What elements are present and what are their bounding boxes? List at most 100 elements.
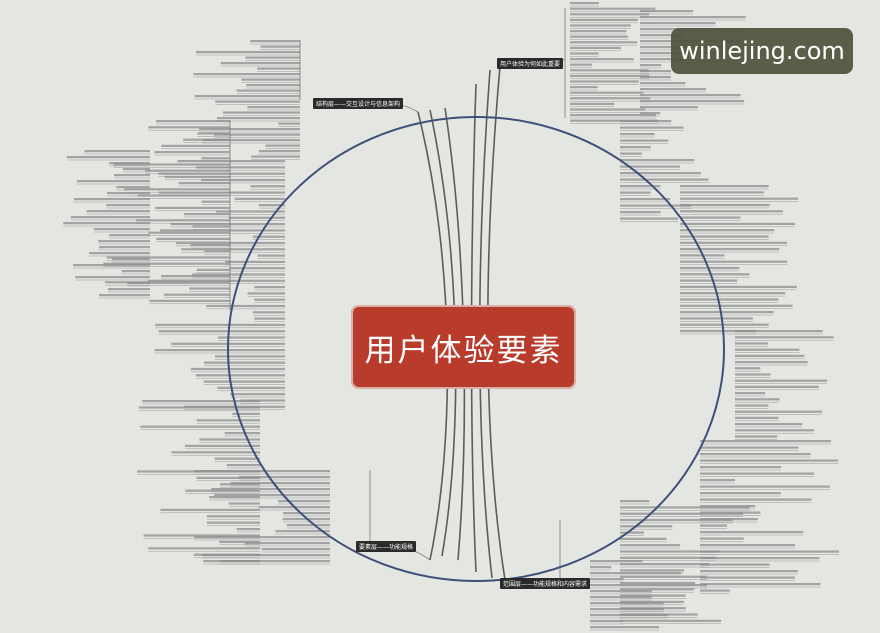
leaf-node-line — [176, 241, 285, 245]
leaf-node-line — [700, 550, 839, 553]
leaf-node-line — [735, 423, 803, 426]
leaf-node-line — [680, 317, 753, 320]
leaf-node-line — [700, 479, 736, 482]
leaf-node-line — [160, 508, 260, 511]
leaf-node-line — [252, 235, 285, 238]
leaf-node-line — [154, 151, 230, 154]
leaf-node-line — [278, 500, 330, 503]
leaf-node-line — [283, 512, 330, 515]
leaf-node-line — [246, 84, 300, 87]
leaf-node-line — [680, 273, 750, 276]
leaf-node-line — [158, 330, 285, 333]
leaf-node-line — [278, 122, 300, 125]
leaf-node-line — [570, 69, 649, 72]
leaf-node-line — [570, 86, 598, 89]
leaf-node-line — [620, 165, 680, 168]
leaf-node-line — [590, 620, 623, 623]
leaf-node-line — [620, 120, 672, 123]
leaf-node-line — [124, 188, 230, 191]
leaf-node-line — [620, 172, 701, 175]
leaf-node-line — [735, 361, 808, 364]
leaf-node-line — [73, 198, 150, 201]
leaf-node-line — [620, 556, 716, 559]
leaf-node-line — [570, 2, 599, 5]
leaf-node-line — [620, 619, 722, 622]
leaf-node-line — [590, 608, 664, 611]
leaf-node-line — [189, 287, 230, 290]
leaf-node-line — [680, 210, 784, 213]
leaf-node-line — [680, 298, 779, 301]
leaf-node-line — [196, 476, 260, 479]
leaf-node-line — [680, 311, 774, 314]
leaf-node-line — [570, 80, 639, 83]
leaf-node-line — [217, 336, 285, 339]
leaf-node-line — [250, 40, 300, 43]
leaf-node-line — [735, 392, 766, 395]
leaf-node-line — [700, 440, 832, 443]
leaf-node-line — [106, 204, 150, 207]
leaf-node-line — [620, 563, 710, 566]
leaf-node-line — [190, 367, 285, 371]
leaf-node-line — [209, 496, 260, 499]
watermark-badge: winlejing.com — [671, 28, 853, 74]
leaf-node-line — [590, 566, 612, 569]
leaf-node-line — [590, 572, 681, 575]
leaf-node-line — [620, 191, 651, 194]
leaf-node-line — [181, 248, 285, 251]
leaf-node-line — [156, 237, 230, 240]
branch-label-bottom-left[interactable]: 要素层——功能规格 — [356, 541, 417, 552]
leaf-node-line — [194, 95, 300, 98]
leaf-node-line — [735, 348, 800, 351]
leaf-node-line — [735, 367, 761, 370]
leaf-node-line — [112, 258, 150, 261]
leaf-node-line — [620, 185, 661, 188]
branch-label-top-right[interactable]: 用户体验为何如此重要 — [497, 58, 564, 69]
leaf-node-line — [620, 152, 642, 155]
branch-label-top-left[interactable]: 结构层——交互设计与信息架构 — [313, 98, 404, 109]
leaf-node-line — [196, 268, 230, 271]
leaf-node-line — [260, 45, 300, 48]
leaf-node-line — [680, 185, 769, 188]
leaf-node-line — [171, 451, 260, 454]
leaf-node-line — [735, 330, 823, 333]
leaf-node-line — [224, 432, 260, 435]
leaf-node-line — [680, 216, 741, 219]
leaf-node-line — [220, 62, 300, 65]
leaf-node-line — [197, 132, 230, 135]
leaf-node-line — [735, 416, 779, 419]
leaf-node-line — [570, 24, 631, 27]
leaf-node-line — [620, 198, 671, 201]
central-topic[interactable]: 用户体验要素 — [351, 305, 576, 389]
leaf-node-line — [570, 46, 621, 49]
leaf-node-line — [230, 482, 330, 485]
leaf-node-line — [195, 51, 300, 54]
leaf-node-line — [735, 429, 815, 432]
leaf-node-line — [200, 178, 285, 182]
leaf-node-line — [136, 219, 230, 222]
leaf-node-line — [640, 88, 706, 91]
leaf-node-line — [206, 304, 285, 308]
leaf-node-line — [590, 614, 669, 617]
leaf-node-line — [164, 175, 230, 178]
leaf-node-line — [570, 119, 659, 122]
leaf-node-line — [217, 386, 285, 389]
leaf-node-line — [107, 192, 150, 195]
leaf-node-line — [228, 216, 285, 219]
leaf-node-line — [680, 266, 740, 270]
leaf-node-line — [138, 406, 260, 409]
branch-label-bottom-right[interactable]: 范围层——功能规格和内容需求 — [500, 578, 591, 589]
leaf-node-line — [620, 178, 709, 181]
leaf-node-line — [203, 560, 330, 563]
leaf-node-line — [140, 425, 260, 428]
leaf-node-line — [238, 476, 330, 479]
leaf-node-line — [640, 58, 684, 61]
leaf-node-line — [570, 91, 644, 94]
leaf-node-line — [700, 576, 795, 579]
leaf-node-line — [620, 575, 708, 578]
leaf-node-line — [620, 139, 669, 142]
leaf-node-line — [190, 244, 230, 247]
leaf-node-line — [620, 146, 651, 149]
leaf-node-line — [234, 197, 285, 200]
leaf-node-line — [640, 106, 698, 109]
leaf-node-line — [192, 225, 230, 228]
